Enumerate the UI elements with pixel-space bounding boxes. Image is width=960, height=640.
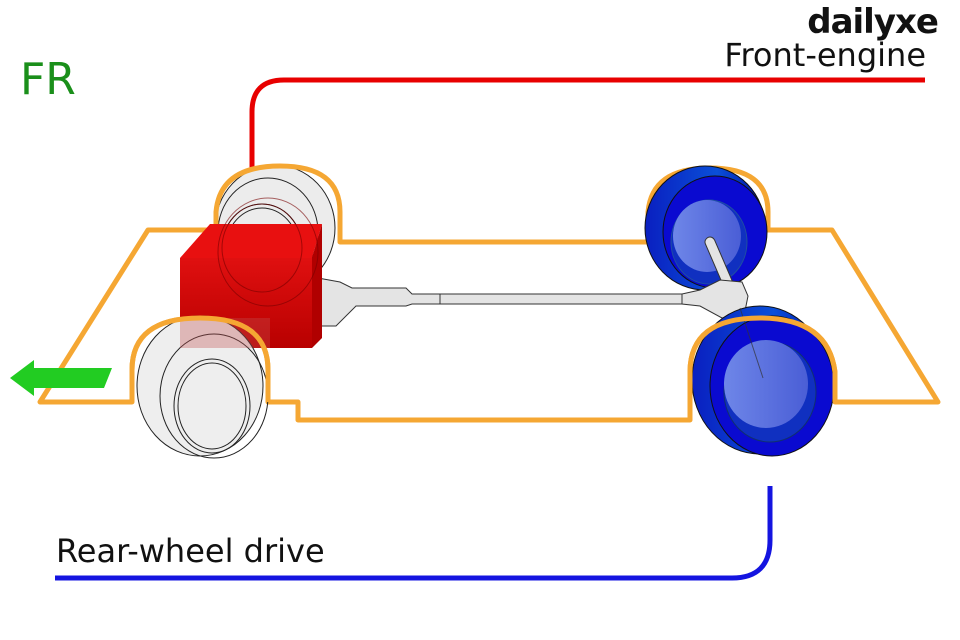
front-right-wheel: [136, 315, 270, 459]
brand-logo: dailyxe: [807, 2, 939, 42]
drive-callout-line: [55, 486, 773, 581]
arrow-left-icon: [10, 360, 112, 396]
rear-right-wheel: [691, 305, 835, 457]
rear-differential: [681, 236, 749, 319]
driveshaft: [313, 275, 686, 329]
front-fender-outline: [129, 315, 271, 402]
engine-callout-line: [249, 77, 925, 212]
drive-type-label: Rear-wheel drive: [56, 532, 325, 570]
layout-code-title: FR: [20, 54, 76, 105]
rear-fender-outline: [687, 315, 838, 420]
engine-position-label: Front-engine: [724, 36, 926, 74]
rear-left-wheel: [644, 165, 768, 291]
